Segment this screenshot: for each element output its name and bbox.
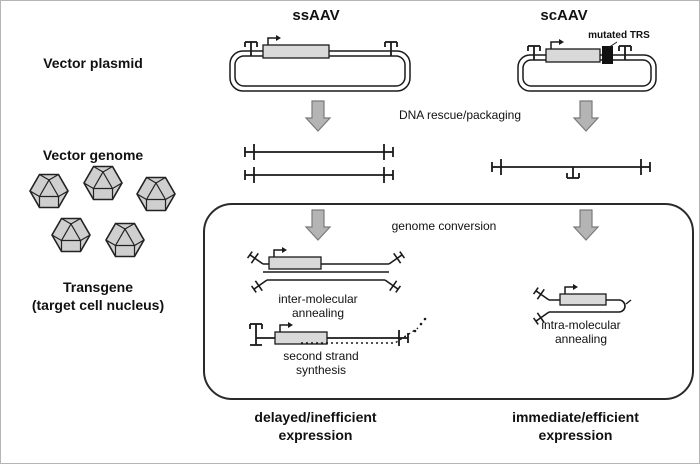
outcome-scaav: immediate/efficient expression: [488, 408, 663, 444]
dna-rescue-packaging-label: DNA rescue/packaging: [398, 108, 522, 122]
virus-capsid-icon: [105, 222, 145, 258]
inter-molecular-annealing-diagram: [245, 246, 407, 295]
outcome-scaav-line2: expression: [538, 427, 613, 444]
scaav-plasmid-diagram: [517, 38, 657, 92]
down-arrow-icon: [573, 100, 599, 132]
scaav-genome-diagram: [491, 158, 651, 179]
down-arrow-icon: [305, 100, 331, 132]
outcome-scaav-line1: immediate/efficient: [512, 409, 639, 425]
itr-hairpin-icon: [244, 41, 258, 57]
itr-hairpin-icon: [384, 41, 398, 57]
ssaav-genome-diagram: [244, 143, 394, 184]
outcome-ssaav-line2: expression: [278, 427, 353, 444]
row-label-transgene: Transgene (target cell nucleus): [9, 279, 187, 314]
intra-molecular-annealing-diagram: [531, 283, 632, 327]
inter-molecular-line1: inter-molecular: [278, 292, 358, 306]
itr-hairpin-icon: [618, 45, 632, 61]
column-header-ssaav: ssAAV: [292, 7, 340, 24]
column-header-scaav: scAAV: [540, 7, 588, 24]
second-strand-synthesis-diagram: [249, 317, 427, 347]
second-strand-synthesis-label: second strand synthesis: [256, 349, 386, 378]
virus-capsid-icons: [29, 165, 176, 258]
transgene-label-line2: (target cell nucleus): [31, 296, 165, 313]
row-label-vector-plasmid: Vector plasmid: [43, 55, 143, 71]
nucleus-outline: [203, 203, 694, 400]
virus-capsid-icon: [83, 165, 123, 201]
virus-capsid-icon: [51, 217, 91, 253]
inter-molecular-line2: annealing: [291, 306, 345, 321]
promoter-arrow-icon: [550, 38, 565, 50]
intra-molecular-line2: annealing: [554, 332, 608, 347]
intra-molecular-line1: intra-molecular: [541, 318, 621, 332]
mutated-trs-label: mutated TRS: [588, 30, 650, 41]
row-label-vector-genome: Vector genome: [42, 147, 144, 163]
down-arrow-icon: [573, 209, 599, 241]
intra-molecular-annealing-label: intra-molecular annealing: [516, 318, 646, 347]
second-strand-line2: synthesis: [295, 363, 347, 378]
mutated-trs-box: [602, 46, 613, 64]
second-strand-line1: second strand: [283, 349, 359, 363]
transgene-cassette-box: [262, 44, 330, 59]
outcome-ssaav-line1: delayed/inefficient: [254, 409, 377, 425]
ssaav-plasmid-diagram: [229, 34, 411, 92]
down-arrow-icon: [305, 209, 331, 241]
itr-hairpin-icon: [527, 45, 541, 61]
outcome-ssaav: delayed/inefficient expression: [228, 408, 403, 444]
inter-molecular-annealing-label: inter-molecular annealing: [253, 292, 383, 321]
label-pointer-line: [607, 41, 618, 49]
virus-capsid-icon: [136, 176, 176, 212]
virus-capsid-icon: [29, 173, 69, 209]
transgene-cassette-box: [545, 48, 601, 63]
promoter-arrow-icon: [267, 34, 282, 46]
transgene-label-line1: Transgene: [62, 279, 134, 295]
genome-conversion-label: genome conversion: [391, 219, 497, 233]
